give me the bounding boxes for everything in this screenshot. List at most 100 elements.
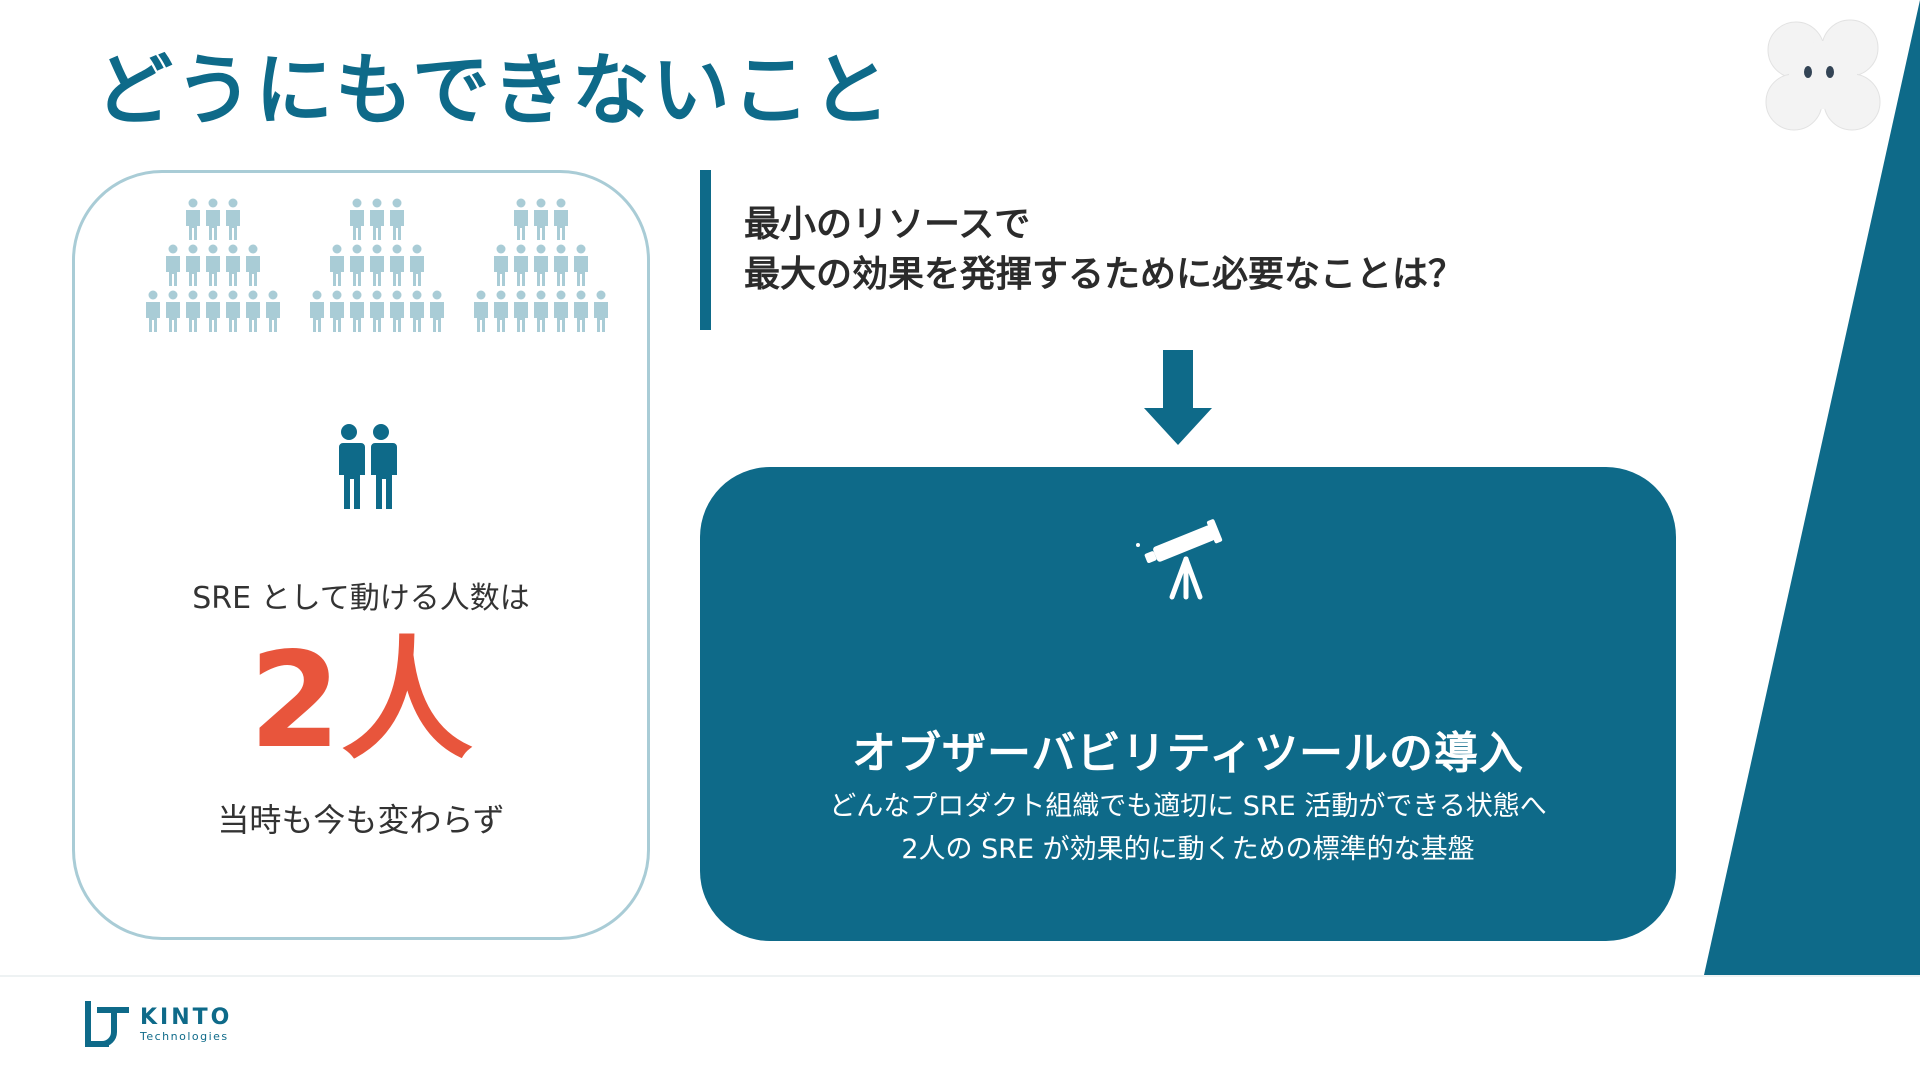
- person-head: [372, 290, 382, 300]
- person-body: [226, 210, 240, 240]
- person-body: [554, 256, 568, 286]
- sre-count-label: SRE として動ける人数は: [192, 581, 530, 616]
- person-body: [574, 256, 588, 286]
- person-body: [206, 210, 220, 240]
- person-head: [188, 198, 198, 208]
- person-head: [412, 290, 422, 300]
- person-body: [534, 256, 548, 286]
- person-body: [370, 256, 384, 286]
- person-head: [312, 290, 322, 300]
- footer-logo: KINTO Technologies: [82, 1000, 232, 1050]
- sre-count-note: 当時も今も変わらず: [217, 801, 505, 839]
- two-people-icon: [337, 424, 397, 509]
- person-head: [576, 290, 586, 300]
- person-body: [246, 256, 260, 286]
- person-head: [372, 244, 382, 254]
- person-head: [392, 290, 402, 300]
- person-body: [534, 302, 548, 332]
- person-head: [188, 290, 198, 300]
- person-head: [516, 290, 526, 300]
- person-head: [228, 244, 238, 254]
- people-crowd-icon: [146, 198, 280, 332]
- person-head: [168, 244, 178, 254]
- question-accent-bar: [700, 170, 711, 330]
- person-head: [228, 198, 238, 208]
- brand-name: KINTO: [140, 1005, 233, 1030]
- person-body: [246, 302, 260, 332]
- person-body: [554, 302, 568, 332]
- person-body: [554, 210, 568, 240]
- person-body: [330, 302, 344, 332]
- question-line-2: 最大の効果を発揮するために必要なことは？: [744, 254, 1465, 295]
- telescope-icon: [1136, 519, 1223, 600]
- person-head: [208, 198, 218, 208]
- person-head: [268, 290, 278, 300]
- footer-divider: [0, 975, 1920, 977]
- person-head: [148, 290, 158, 300]
- person-body: [494, 256, 508, 286]
- person-body: [166, 256, 180, 286]
- person-body: [186, 256, 200, 286]
- person-head: [228, 290, 238, 300]
- person-head: [432, 290, 442, 300]
- person-body: [330, 256, 344, 286]
- sre-count-value: 2人: [249, 624, 473, 778]
- person-body: [494, 302, 508, 332]
- person-head: [208, 244, 218, 254]
- person-body: [146, 302, 160, 332]
- person-head: [556, 290, 566, 300]
- person-body: [514, 302, 528, 332]
- slide-title: どうにもできないこと: [95, 46, 892, 136]
- person-head: [476, 290, 486, 300]
- person-body: [186, 210, 200, 240]
- person-head: [496, 244, 506, 254]
- person-body: [430, 302, 444, 332]
- person-body: [350, 256, 364, 286]
- person-head: [536, 290, 546, 300]
- person-body: [206, 256, 220, 286]
- person-body: [534, 210, 548, 240]
- person-body: [514, 210, 528, 240]
- kinto-logo-icon: [85, 1001, 129, 1048]
- mascot-icon: [1765, 19, 1881, 131]
- person-head: [248, 290, 258, 300]
- arrow-down-icon: [1144, 350, 1212, 445]
- person-body: [410, 256, 424, 286]
- person-head: [372, 198, 382, 208]
- person-body: [370, 210, 384, 240]
- person-head: [516, 198, 526, 208]
- person-head: [536, 198, 546, 208]
- answer-title: オブザーバビリティツールの導入: [852, 728, 1524, 779]
- person-head: [576, 244, 586, 254]
- answer-description: どんなプロダクト組織でも適切に SRE 活動ができる状態へ 2人の SRE が効…: [700, 785, 1676, 871]
- question-line-1: 最小のリソースで: [744, 204, 1031, 245]
- person-body: [186, 302, 200, 332]
- person-body: [370, 302, 384, 332]
- person-head: [392, 198, 402, 208]
- person-head: [248, 244, 258, 254]
- answer-description-line-1: どんなプロダクト組織でも適切に SRE 活動ができる状態へ: [829, 791, 1547, 822]
- question-text: 最小のリソースで 最大の効果を発揮するために必要なことは？: [744, 200, 1464, 300]
- person-body: [166, 302, 180, 332]
- people-crowd-icon: [474, 198, 608, 332]
- person-head: [412, 244, 422, 254]
- person-body: [350, 210, 364, 240]
- brand-subtitle: Technologies: [140, 1030, 229, 1043]
- person-body: [390, 256, 404, 286]
- people-crowd-icon: [310, 198, 444, 332]
- person-head: [536, 244, 546, 254]
- person-body: [514, 256, 528, 286]
- person-body: [350, 302, 364, 332]
- person-head: [392, 244, 402, 254]
- person-head: [516, 244, 526, 254]
- person-body: [594, 302, 608, 332]
- person-head: [188, 244, 198, 254]
- answer-card: オブザーバビリティツールの導入 どんなプロダクト組織でも適切に SRE 活動がで…: [700, 467, 1676, 941]
- person-body: [226, 302, 240, 332]
- person-head: [352, 290, 362, 300]
- person-body: [390, 302, 404, 332]
- person-head: [332, 290, 342, 300]
- person-head: [496, 290, 506, 300]
- person-head: [556, 244, 566, 254]
- person-body: [310, 302, 324, 332]
